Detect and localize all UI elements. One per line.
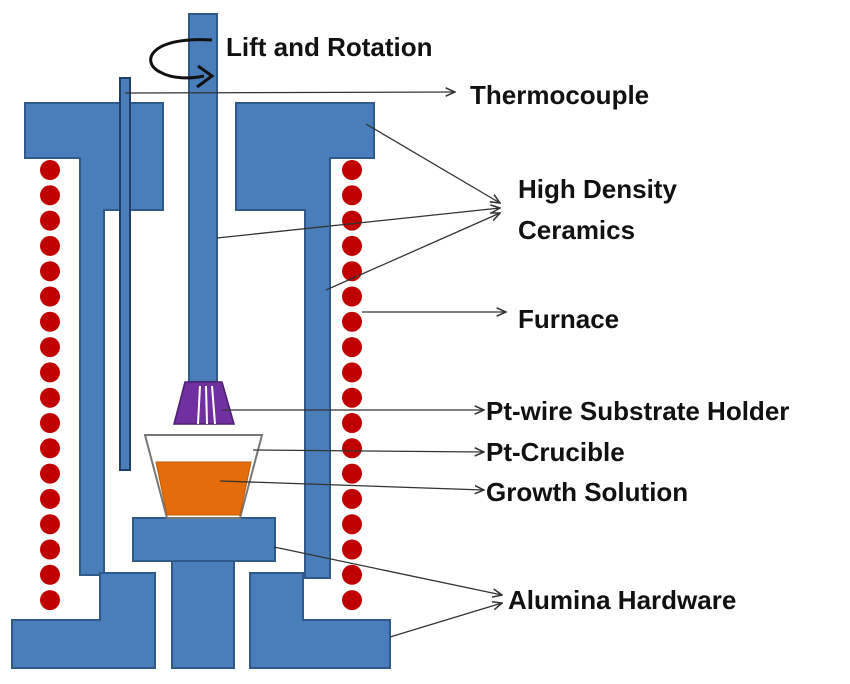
heater-coil-dot bbox=[342, 210, 362, 231]
arrow-ceramics-cap bbox=[365, 123, 500, 203]
heater-coil-dot bbox=[342, 387, 362, 408]
label-ceramics-line2: Ceramics bbox=[518, 215, 635, 245]
heater-coil-dot bbox=[40, 210, 60, 231]
heater-coil-dot bbox=[40, 387, 60, 408]
center-platform bbox=[132, 517, 276, 562]
heater-coil-dot bbox=[40, 488, 60, 509]
label-alumina: Alumina Hardware bbox=[508, 585, 736, 615]
heater-coil-dot bbox=[342, 362, 362, 383]
heater-coil-dot bbox=[40, 160, 60, 180]
right-ceramic-wall bbox=[235, 102, 375, 579]
arrow-ceramics-rod bbox=[216, 208, 500, 239]
heater-coil-dot bbox=[342, 235, 362, 256]
left-heater-coils bbox=[40, 160, 60, 611]
right-heater-coils bbox=[342, 160, 362, 611]
left-alumina-base bbox=[11, 572, 156, 669]
heater-coil-dot bbox=[40, 185, 60, 206]
heater-coil-dot bbox=[342, 564, 362, 585]
heater-coil-dot bbox=[342, 185, 362, 206]
heater-coil-dot bbox=[40, 337, 60, 358]
label-crucible: Pt-Crucible bbox=[486, 437, 625, 467]
arrow-thermocouple bbox=[124, 92, 455, 93]
rotation-arrow-icon bbox=[149, 38, 215, 89]
heater-coil-dot bbox=[40, 463, 60, 484]
heater-coil-dot bbox=[342, 160, 362, 180]
heater-coil-dot bbox=[40, 564, 60, 585]
arrow-alumina-platform bbox=[273, 546, 502, 595]
heater-coil-dot bbox=[40, 539, 60, 560]
heater-coil-dot bbox=[40, 261, 60, 282]
heater-coil-dot bbox=[342, 337, 362, 358]
growth-solution bbox=[155, 461, 252, 516]
arrow-growth-solution bbox=[219, 480, 484, 490]
right-alumina-base bbox=[249, 572, 391, 669]
thermocouple-rod bbox=[119, 77, 131, 471]
heater-coil-dot bbox=[40, 311, 60, 332]
heater-coil-dot bbox=[342, 438, 362, 459]
heater-coil-dot bbox=[40, 362, 60, 383]
label-growth-solution: Growth Solution bbox=[486, 477, 688, 507]
heater-coil-dot bbox=[40, 413, 60, 433]
heater-coil-dot bbox=[40, 438, 60, 459]
heater-coil-dot bbox=[342, 539, 362, 560]
arrow-crucible bbox=[252, 450, 484, 452]
arrow-alumina-base bbox=[389, 603, 502, 638]
substrate-holder bbox=[173, 381, 235, 425]
label-ceramics-line1: High Density bbox=[518, 174, 677, 204]
label-thermocouple: Thermocouple bbox=[470, 80, 649, 110]
heater-coil-dot bbox=[342, 488, 362, 509]
heater-coil-dot bbox=[342, 514, 362, 535]
pointer-arrows bbox=[124, 92, 506, 638]
heater-coil-dot bbox=[342, 286, 362, 307]
center-pedestal bbox=[171, 559, 235, 669]
heater-coil-dot bbox=[40, 286, 60, 307]
label-substrate-holder: Pt-wire Substrate Holder bbox=[486, 396, 789, 426]
heater-coil-dot bbox=[40, 590, 60, 611]
label-lift-rotation: Lift and Rotation bbox=[226, 32, 433, 62]
heater-coil-dot bbox=[40, 235, 60, 256]
heater-coil-dot bbox=[342, 463, 362, 484]
heater-coil-dot bbox=[342, 590, 362, 611]
heater-coil-dot bbox=[40, 514, 60, 535]
heater-coil-dot bbox=[342, 413, 362, 433]
label-furnace: Furnace bbox=[518, 304, 619, 334]
heater-coil-dot bbox=[342, 311, 362, 332]
arrow-ceramics-wall bbox=[325, 213, 500, 291]
